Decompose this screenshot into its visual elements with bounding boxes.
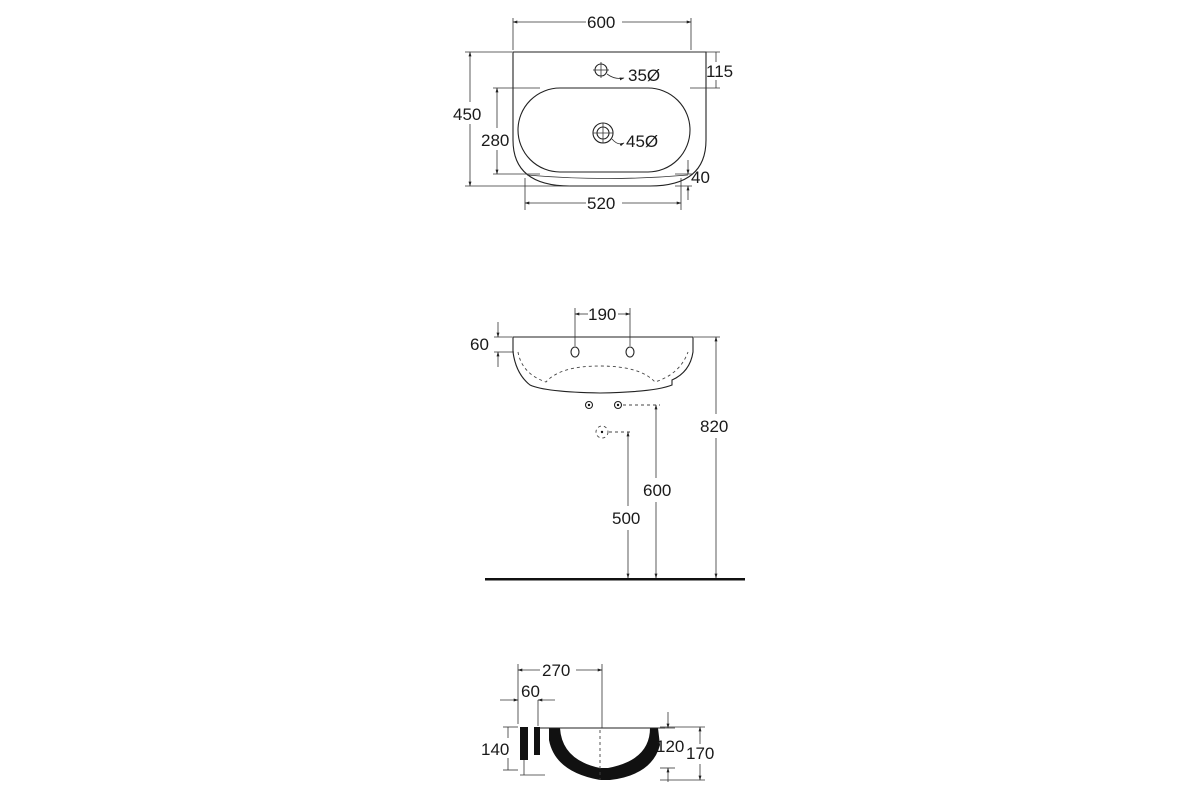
section-bowl-height-label: 120 (656, 737, 684, 756)
basin-outline-top (512, 51, 707, 187)
depth-label: 450 (453, 105, 481, 124)
front-rim-label: 40 (691, 168, 710, 187)
bowl-section (549, 728, 660, 780)
supply-height-label: 600 (643, 481, 671, 500)
tap-offset-label: 115 (706, 62, 733, 81)
front-view: 190 60 600 500 820 (470, 305, 745, 581)
section-depth-label: 270 (542, 661, 570, 680)
waste-hole-symbol (592, 122, 625, 147)
fixing-hole-right (625, 346, 635, 358)
section-view: 270 60 140 120 170 (481, 661, 714, 782)
section-back-height-label: 140 (481, 740, 509, 759)
fixing-spacing-label: 190 (588, 305, 616, 324)
bowl-hidden-front (517, 351, 689, 383)
basin-outline-front (512, 336, 694, 394)
floor-line (485, 578, 745, 581)
waste-hole-label: 45Ø (626, 132, 658, 151)
width-label: 600 (587, 13, 615, 32)
bowl-depth-label: 280 (481, 131, 509, 150)
overall-height-label: 820 (700, 417, 728, 436)
rim-height-label: 60 (470, 335, 489, 354)
top-view: 35Ø 45Ø 600 450 115 280 (453, 13, 733, 213)
waste-height-label: 500 (612, 509, 640, 528)
supply-fitting-left (584, 400, 594, 410)
section-total-height-label: 170 (686, 744, 714, 763)
fixing-hole-left (570, 346, 580, 358)
tap-hole-label: 35Ø (628, 66, 660, 85)
tap-hole-symbol (593, 62, 625, 81)
section-rim-inset-label: 60 (521, 682, 540, 701)
waste-outlet-front (595, 425, 609, 439)
back-wall-section (520, 727, 528, 760)
bowl-width-label: 520 (587, 194, 615, 213)
supply-fitting-right (613, 400, 623, 410)
bowl-outline-top (517, 87, 691, 173)
